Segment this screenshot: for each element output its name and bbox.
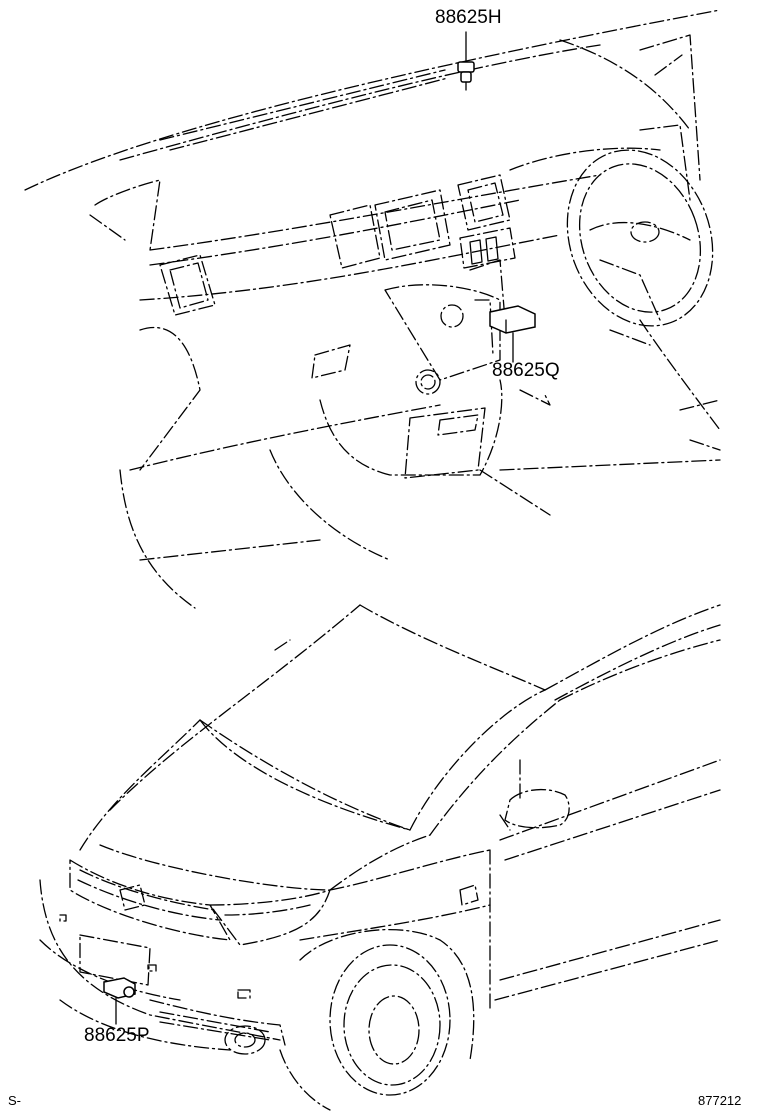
part-88625q-marker [489,305,536,363]
part-number-88625p: 88625P [84,1025,150,1046]
part-number-88625h: 88625H [435,7,502,28]
part-88625p-marker [103,977,136,1025]
part-number-88625q: 88625Q [492,360,560,381]
illustration-number: 877212 [698,1093,742,1108]
corner-code-left: S- [8,1093,21,1108]
exterior-view [39,604,721,1111]
interior-view [24,9,721,609]
part-88625h-marker [457,31,475,91]
